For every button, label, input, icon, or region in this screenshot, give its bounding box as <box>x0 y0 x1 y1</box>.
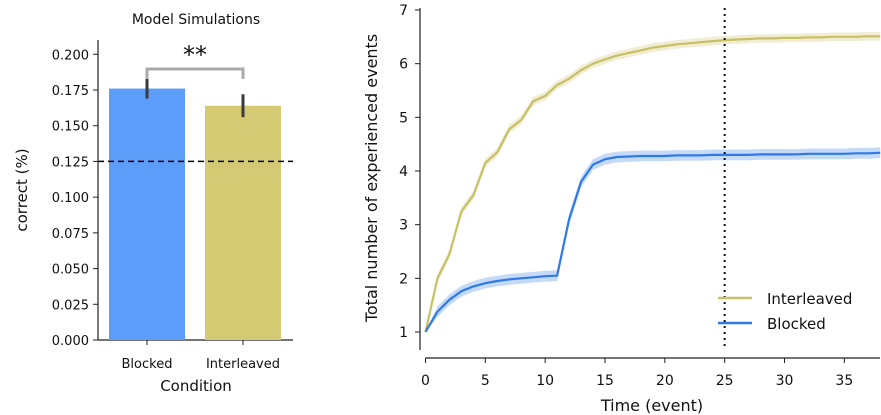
bar-y-tick-label: 0.000 <box>52 334 89 349</box>
line-chart-x-label: Time (event) <box>600 396 703 415</box>
bar-chart: Model Simulations correct (%) Condition … <box>13 12 293 395</box>
legend-label-blocked: Blocked <box>767 315 826 333</box>
bar-x-tick-label: Blocked <box>122 357 173 372</box>
bar-chart-title: Model Simulations <box>132 12 260 28</box>
line-y-tick-label: 3 <box>399 218 408 234</box>
line-y-tick-label: 4 <box>399 164 408 180</box>
bar-blocked <box>109 88 185 340</box>
legend-label-interleaved: Interleaved <box>767 290 852 308</box>
bar-y-tick-label: 0.025 <box>52 298 89 313</box>
line-y-tick-label: 2 <box>399 271 408 287</box>
significance-bracket <box>145 67 245 79</box>
line-y-tick-label: 1 <box>399 325 408 341</box>
line-x-tick-label: 20 <box>656 373 674 389</box>
line-chart: Total number of experienced events Time … <box>362 3 881 415</box>
line-x-tick-label: 30 <box>776 373 794 389</box>
line-y-tick-label: 6 <box>399 57 408 73</box>
bar-chart-x-label: Condition <box>160 377 232 395</box>
line-x-tick-label: 35 <box>835 373 853 389</box>
line-y-tick-label: 5 <box>399 110 408 126</box>
line-x-tick-label: 25 <box>716 373 734 389</box>
legend: Interleaved Blocked <box>718 290 852 333</box>
series-line-interleaved <box>424 35 881 333</box>
line-x-tick-label: 10 <box>536 373 554 389</box>
bar-y-tick-label: 0.050 <box>52 263 89 278</box>
significance-marker: ** <box>183 41 207 69</box>
bar-y-tick-label: 0.125 <box>52 155 89 170</box>
bar-y-tick-label: 0.175 <box>52 84 89 99</box>
bar-chart-y-label: correct (%) <box>13 148 31 231</box>
bar-x-tick-label: Interleaved <box>206 357 280 372</box>
line-x-tick-label: 5 <box>481 373 490 389</box>
series-line-blocked <box>424 151 881 333</box>
line-x-tick-label: 0 <box>421 373 430 389</box>
bar-plot-area: 0.000 0.025 0.050 0.075 0.100 0.125 0.150 0.175… <box>52 40 293 372</box>
bar-y-tick-label: 0.075 <box>52 227 89 242</box>
line-y-tick-label: 7 <box>399 3 408 19</box>
line-x-tick-label: 15 <box>596 373 614 389</box>
line-plot-area: 1 2 3 4 5 6 7 0 5 10 15 20 25 30 35 <box>399 3 881 389</box>
bar-y-tick-label: 0.200 <box>52 48 89 63</box>
bar-y-tick-label: 0.150 <box>52 120 89 135</box>
line-chart-y-label: Total number of experienced events <box>362 34 381 323</box>
bar-y-tick-label: 0.100 <box>52 191 89 206</box>
bar-interleaved <box>205 105 281 340</box>
